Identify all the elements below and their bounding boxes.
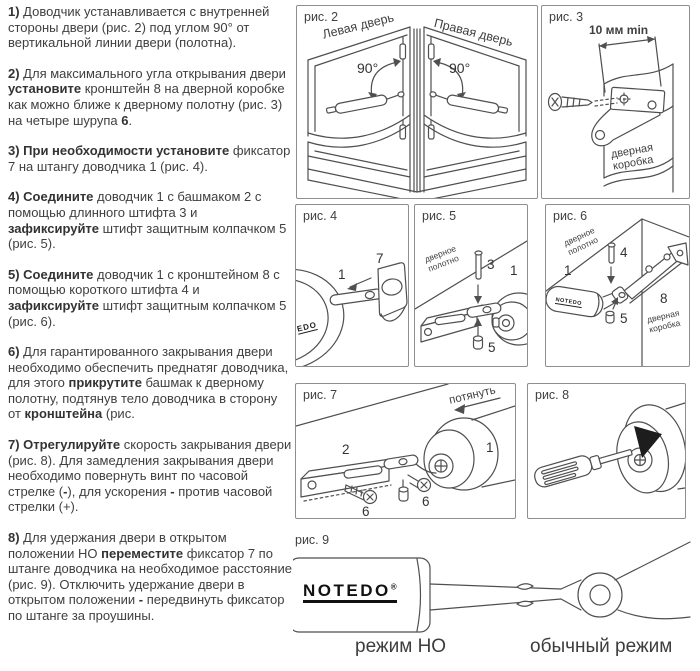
shoe-pin-diagram bbox=[415, 240, 527, 350]
part-number-fixator: 7 bbox=[376, 251, 384, 266]
instruction-paragraph: 6) Для гарантированного закрывания двери… bbox=[8, 344, 292, 422]
fixator-clip-icon bbox=[516, 600, 534, 607]
part-number-body: 1 bbox=[338, 267, 346, 282]
door-closer-left bbox=[325, 58, 405, 114]
instruction-text-bold: 4) Соедините bbox=[8, 189, 94, 205]
fixator-install-diagram bbox=[296, 262, 408, 366]
instruction-text: против часовой стрелки (+). bbox=[8, 483, 273, 515]
instruction-text-bold: 3) При необходимости установите bbox=[8, 143, 230, 159]
dimension-label: 10 мм min bbox=[589, 23, 649, 37]
part-number-bracket: 8 bbox=[660, 291, 668, 306]
figure-9-hold-open-modes: рис. 9 NOTEDO® режим НО обычный режим bbox=[293, 528, 693, 671]
instruction-text: Для удержания двери в открытом положении… bbox=[8, 530, 227, 561]
instruction-text-bold: кронштейна bbox=[24, 406, 103, 422]
instructions-column: 1) Доводчик устанавливается с внутренней… bbox=[8, 4, 292, 639]
instruction-text-bold: прикрутите bbox=[68, 375, 142, 391]
mode-hold-caption: режим НО bbox=[355, 636, 447, 657]
instruction-text-bold: 5) Соедините bbox=[8, 266, 94, 282]
figure-7-pretension: рис. 7 bbox=[295, 383, 516, 519]
instruction-text: скорость закрывания двери (рис. 8). Для … bbox=[8, 437, 292, 499]
instruction-text-bold: - bbox=[138, 592, 144, 608]
part-number-pin: 4 bbox=[620, 245, 628, 260]
instruction-text-bold: - bbox=[170, 483, 175, 499]
part-number-pin: 3 bbox=[487, 257, 495, 272]
part-number-cap: 5 bbox=[488, 340, 496, 355]
part-number-body: 1 bbox=[510, 263, 518, 278]
figure-label: рис. 6 bbox=[553, 209, 588, 223]
figure-label: рис. 4 bbox=[303, 209, 338, 223]
bracket-pin-diagram bbox=[546, 218, 689, 366]
door-closer-right bbox=[429, 58, 509, 114]
figure-label: рис. 5 bbox=[422, 209, 457, 223]
figure-4-fixator-install: рис. 4 1 7 EDO bbox=[295, 204, 409, 367]
instruction-text-bold: 1) bbox=[8, 4, 20, 19]
instruction-text: Доводчик устанавливается с внутренней ст… bbox=[8, 4, 270, 51]
instruction-paragraph: 7) Отрегулируйте скорость закрывания две… bbox=[8, 437, 292, 515]
part-number-cap: 5 bbox=[620, 311, 628, 326]
instruction-text: доводчик 1 с башмаком 2 с помощью длинно… bbox=[8, 189, 262, 220]
instruction-paragraph: 4) Соедините доводчик 1 с башмаком 2 с п… bbox=[8, 189, 292, 251]
part-number-screw-right: 6 bbox=[422, 494, 430, 509]
figure-5-shoe-pin-connection: рис. 5 bbox=[414, 204, 528, 367]
instruction-paragraph: 8) Для удержания двери в открытом положе… bbox=[8, 530, 292, 624]
instruction-text: фиксатор 7 по штанге доводчика на необхо… bbox=[8, 545, 292, 608]
arrow-down-icon bbox=[634, 426, 662, 458]
figure-label: рис. 8 bbox=[535, 388, 570, 402]
figure-label: рис. 3 bbox=[549, 10, 584, 24]
registered-mark: ® bbox=[390, 582, 397, 592]
instruction-text: . bbox=[128, 112, 133, 128]
instruction-text-bold: 6) bbox=[8, 344, 20, 360]
figure-3-bracket-mounting: рис. 3 bbox=[541, 5, 690, 199]
figure-2-door-corner: рис. 2 bbox=[296, 5, 538, 199]
figure-8-speed-adjustment: рис. 8 bbox=[527, 383, 686, 519]
figure-label: рис. 7 bbox=[303, 388, 338, 402]
instruction-text: башмак к дверному полотну, подтянув тело… bbox=[8, 375, 278, 422]
speed-adjustment-diagram bbox=[534, 402, 685, 494]
instruction-text: доводчик 1 с кронштейном 8 с помощью кор… bbox=[8, 266, 280, 298]
part-number-body: 1 bbox=[564, 263, 572, 278]
instruction-text-bold: зафиксируйте bbox=[8, 297, 100, 313]
instruction-text-bold: зафиксируйте bbox=[8, 220, 100, 236]
angle-label-left: 90° bbox=[357, 60, 379, 76]
logo-text: NOTEDO bbox=[303, 581, 391, 600]
screwdriver-icon bbox=[534, 449, 633, 488]
hold-open-diagram bbox=[293, 541, 691, 633]
door-corner-diagram bbox=[307, 26, 527, 198]
figure-6-bracket-pin-connection: рис. 6 bbox=[545, 204, 690, 367]
part-number-body: 1 bbox=[486, 440, 494, 455]
instruction-paragraph: 1) Доводчик устанавливается с внутренней… bbox=[8, 4, 292, 51]
figure-label: рис. 9 bbox=[295, 533, 330, 547]
angle-label-right: 90° bbox=[449, 60, 471, 76]
instruction-text-bold: 6 bbox=[121, 112, 129, 128]
instruction-text-bold: установите bbox=[8, 81, 82, 97]
instruction-text-bold: - bbox=[63, 483, 68, 499]
instruction-text-bold: 2) bbox=[8, 65, 20, 81]
instruction-text: (рис. bbox=[102, 406, 135, 422]
instruction-text: кронштейн 8 на дверной коробке как можно… bbox=[8, 81, 285, 128]
mode-normal-caption: обычный режим bbox=[530, 636, 673, 657]
instruction-paragraph: 2) Для максимального угла открывания две… bbox=[8, 66, 292, 128]
instruction-text: Для максимального угла открывания двери bbox=[19, 65, 286, 81]
instruction-text-bold: 7) Отрегулируйте bbox=[8, 437, 121, 453]
instruction-text: Для гарантированного закрывания двери не… bbox=[8, 344, 289, 391]
fixator-clip-icon bbox=[516, 583, 534, 590]
instruction-text-bold: 8) bbox=[8, 530, 20, 546]
part-number-shoe: 2 bbox=[342, 442, 350, 457]
figure-label: рис. 2 bbox=[304, 10, 339, 24]
bracket-mounting-diagram bbox=[547, 36, 674, 193]
pretension-diagram bbox=[296, 384, 515, 505]
instruction-text: фиксатор 7 на штангу доводчика 1 (рис. 4… bbox=[8, 143, 291, 174]
instruction-paragraph: 3) При необходимости установите фиксатор… bbox=[8, 143, 292, 174]
notedo-logo: NOTEDO® bbox=[303, 582, 397, 603]
instruction-paragraph: 5) Соедините доводчик 1 с кронштейном 8 … bbox=[8, 267, 292, 329]
instruction-text: штифт защитным колпачком 5 (рис. 6). bbox=[8, 297, 287, 329]
instruction-text-bold: переместите bbox=[101, 545, 184, 561]
instruction-text: штифт защитным колпачком 5 (рис. 5). bbox=[8, 220, 287, 252]
part-number-screw-left: 6 bbox=[362, 504, 370, 519]
instruction-text: ), для ускорения bbox=[67, 483, 171, 499]
instruction-text: передвинуть фиксатор по штанге за проуши… bbox=[8, 592, 285, 623]
